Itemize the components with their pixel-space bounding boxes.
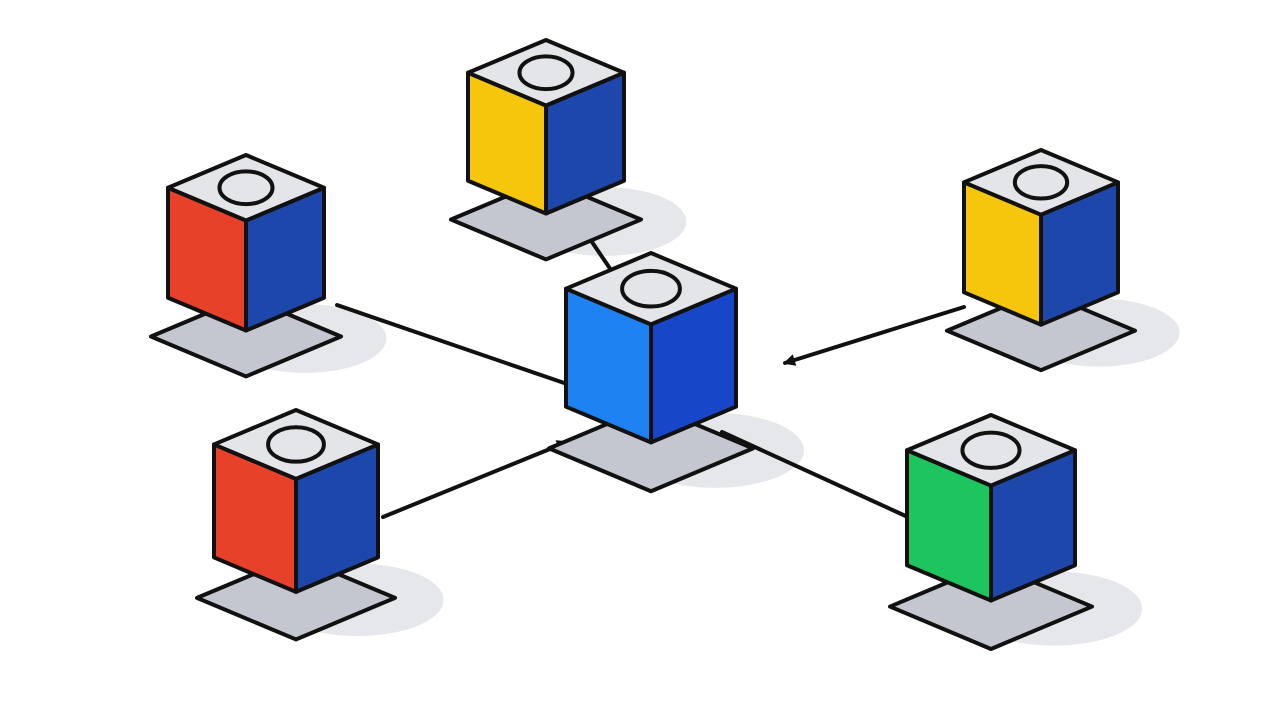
connection-node-red-lower-left-to-hub [381, 440, 569, 519]
connection-hub-to-node-green-lower-right [720, 430, 912, 520]
port-ring-icon [620, 268, 682, 309]
cube-node-red-upper-left[interactable] [149, 153, 343, 379]
cube-node-yellow-right[interactable] [945, 148, 1137, 373]
node-layer [149, 38, 1137, 651]
port-ring-icon [217, 169, 275, 207]
cube-node-red-lower-left[interactable] [195, 408, 397, 642]
port-ring-icon [266, 425, 326, 464]
cube-hub[interactable] [547, 251, 755, 494]
port-ring-icon [517, 54, 575, 92]
connection-node-yellow-right-to-hub [783, 305, 966, 366]
cube-node-green-lower-right[interactable] [888, 413, 1094, 651]
connection-node-red-upper-left-to-hub [335, 303, 572, 387]
port-ring-icon [1012, 164, 1070, 201]
cube-node-yellow-top[interactable] [449, 38, 643, 262]
port-ring-icon [960, 430, 1022, 470]
